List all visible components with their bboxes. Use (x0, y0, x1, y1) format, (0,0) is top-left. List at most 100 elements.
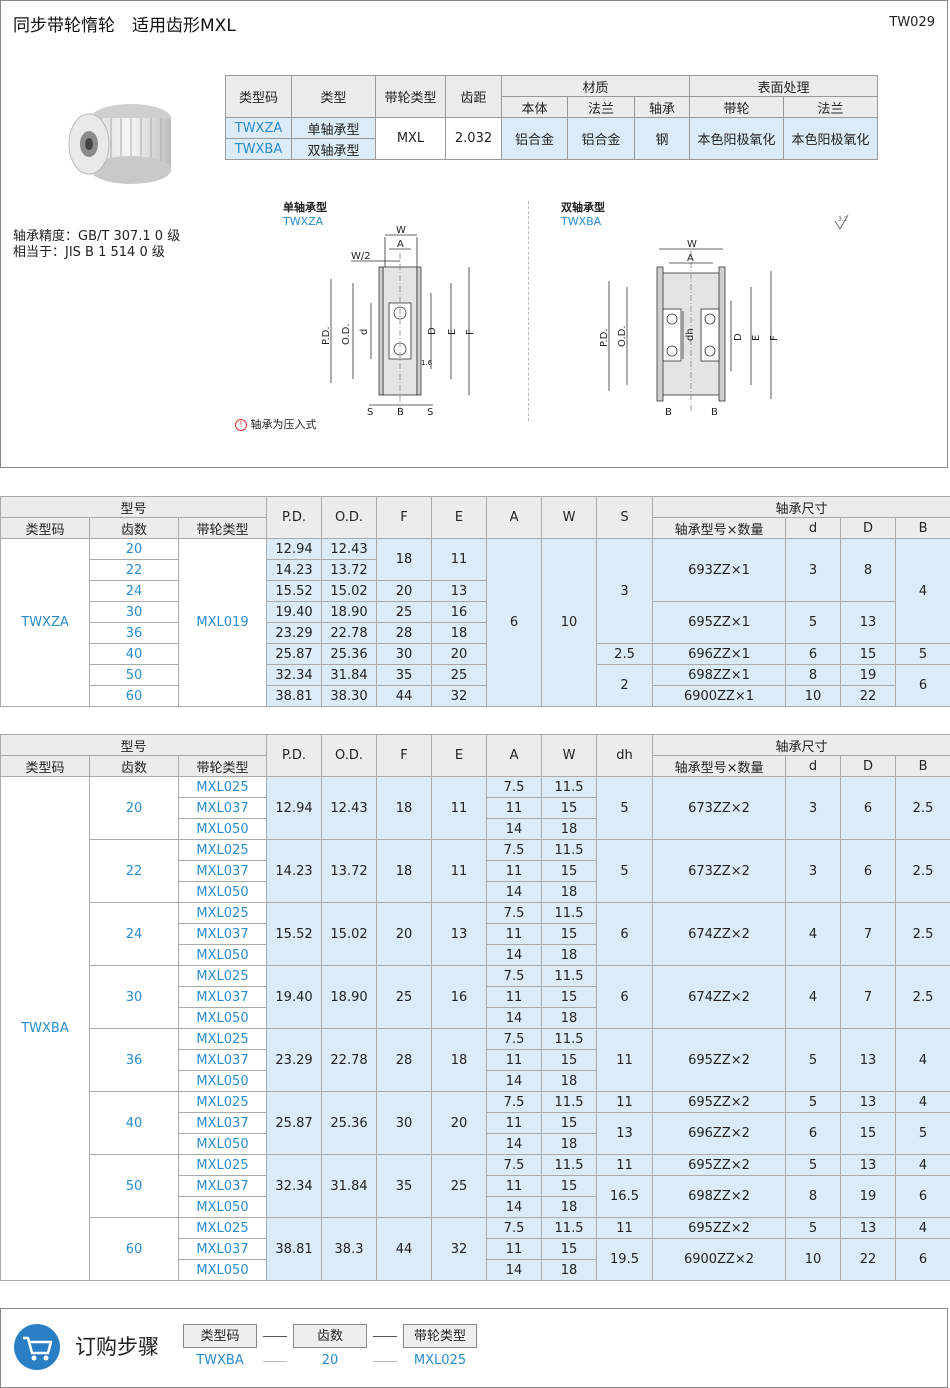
mat-flange-cell: 铝合金 (567, 117, 635, 160)
f-cell: 18 (376, 538, 433, 581)
d-cell: 3 (785, 538, 842, 602)
w-cell: 15 (541, 860, 598, 882)
dh-cell: 11 (596, 1028, 654, 1092)
double-bearing-table: 型号 P.D. O.D. F E A W dh 轴承尺寸 类型码 齿数 带轮类型… (0, 734, 950, 1281)
pulley-type-cell: MXL037 (177, 986, 268, 1008)
single-bearing-table: 型号 P.D. O.D. F E A W S 轴承尺寸 类型码 齿数 带轮类型 … (0, 496, 950, 707)
dim-b: B (665, 407, 672, 418)
dim-w2: W/2 (351, 251, 371, 262)
col-od: O.D. (321, 496, 378, 539)
product-info-panel: 同步带轮惰轮 适用齿形MXL TW029 类型码 类型 带轮类型 齿距 材质 (0, 0, 948, 468)
od-cell: 38.30 (321, 685, 378, 707)
big-d-cell: 7 (840, 902, 897, 966)
pd-cell: 32.34 (266, 1154, 323, 1218)
mat-body-cell: 铝合金 (501, 117, 568, 160)
big-d-cell: 19 (840, 1175, 897, 1218)
f-cell: 44 (376, 685, 433, 707)
col-pulley-type: 带轮类型 (177, 755, 268, 777)
pd-cell: 14.23 (266, 559, 323, 581)
b-cell: 2.5 (895, 776, 950, 840)
mat-bearing-cell: 钢 (633, 117, 691, 160)
big-d-cell: 19 (840, 664, 897, 686)
big-d-cell: 8 (840, 538, 897, 602)
f-cell: 30 (376, 1091, 433, 1155)
dim-e: E (447, 329, 458, 335)
f-cell: 35 (376, 1154, 433, 1218)
d-cell: 5 (785, 1091, 842, 1113)
col-type-code: 类型码 (225, 75, 292, 118)
a-cell: 14 (486, 1133, 543, 1155)
od-cell: 22.78 (321, 622, 378, 644)
pd-cell: 32.34 (266, 664, 323, 686)
order-step-label: 类型码 (183, 1324, 257, 1348)
d-cell: 5 (785, 601, 842, 644)
type-code-cell: TWXBA (225, 138, 292, 160)
drawing-code: TWXZA (283, 215, 324, 228)
bearing-model-cell: 696ZZ×2 (652, 1112, 787, 1155)
product-code: TW029 (889, 15, 935, 30)
e-cell: 20 (431, 643, 488, 665)
col-s: S (596, 496, 654, 539)
drawing-double: W A P.D. O.D. dh D E F B B (599, 239, 780, 418)
b-cell: 4 (895, 538, 950, 644)
col-bearing-model: 轴承型号×数量 (652, 755, 787, 777)
f-cell: 20 (376, 902, 433, 966)
bearing-precision-note: 轴承精度：GB/T 307.1 0 级 相当于：JIS B 1 514 0 级 (13, 229, 180, 261)
step-connector (373, 1361, 397, 1362)
w-cell: 10 (541, 538, 598, 707)
pd-cell: 15.52 (266, 580, 323, 602)
w-cell: 11.5 (541, 776, 598, 798)
a-cell: 7.5 (486, 776, 543, 798)
col-f: F (376, 496, 433, 539)
order-step-value: TWXBA (196, 1353, 244, 1368)
col-pulley-type: 带轮类型 (375, 75, 446, 118)
teeth-cell: 24 (89, 580, 179, 602)
e-cell: 18 (431, 1028, 488, 1092)
b-cell: 5 (895, 1112, 950, 1155)
b-cell: 4 (895, 1154, 950, 1176)
f-cell: 18 (376, 839, 433, 903)
a-cell: 14 (486, 1007, 543, 1029)
w-cell: 18 (541, 944, 598, 966)
w-cell: 15 (541, 986, 598, 1008)
bearing-model-cell: 674ZZ×2 (652, 902, 787, 966)
pulley-type-cell: MXL037 (177, 923, 268, 945)
col-big-d: D (840, 517, 897, 539)
teeth-cell: 60 (89, 685, 179, 707)
pulley-type-cell: MXL (375, 117, 446, 160)
bearing-model-cell: 673ZZ×2 (652, 839, 787, 903)
drawing-double-label: 双轴承型 TWXBA (561, 201, 605, 229)
bearing-model-cell: 695ZZ×1 (652, 601, 787, 644)
col-big-d: D (840, 755, 897, 777)
d-cell: 8 (785, 1175, 842, 1218)
bearing-model-cell: 693ZZ×1 (652, 538, 787, 602)
w-cell: 11.5 (541, 1217, 598, 1239)
s-cell: 2.5 (596, 643, 654, 665)
d-cell: 3 (785, 776, 842, 840)
drawing-title: 双轴承型 (561, 201, 605, 214)
roughness-value: 3.2 (838, 216, 848, 223)
dh-cell: 5 (596, 839, 654, 903)
e-cell: 13 (431, 580, 488, 602)
order-step-label: 带轮类型 (403, 1324, 477, 1348)
w-cell: 18 (541, 1070, 598, 1092)
big-d-cell: 6 (840, 776, 897, 840)
dim-s: S (367, 407, 373, 418)
dh-cell: 11 (596, 1217, 654, 1239)
big-d-cell: 13 (840, 601, 897, 644)
b-cell: 2.5 (895, 839, 950, 903)
spec-table: 类型码 类型 带轮类型 齿距 材质 表面处理 本体 法兰 轴承 带轮 法兰 TW… (225, 75, 879, 160)
dim-d: d (359, 329, 370, 335)
b-cell: 6 (895, 664, 950, 707)
col-surface: 表面处理 (689, 75, 879, 97)
w-cell: 18 (541, 881, 598, 903)
pulley-type-cell: MXL025 (177, 902, 268, 924)
d-cell: 6 (785, 1112, 842, 1155)
a-cell: 11 (486, 860, 543, 882)
big-d-cell: 15 (840, 643, 897, 665)
w-cell: 11.5 (541, 902, 598, 924)
pitch-cell: 2.032 (445, 117, 502, 160)
pd-cell: 12.94 (266, 538, 323, 560)
col-mat-flange: 法兰 (567, 96, 635, 118)
big-d-cell: 15 (840, 1112, 897, 1155)
